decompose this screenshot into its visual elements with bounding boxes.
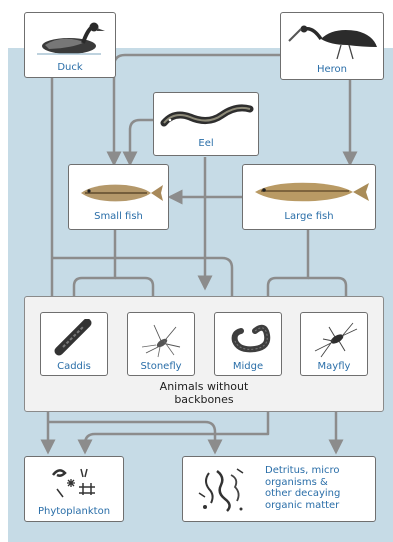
eel-icon	[160, 101, 254, 135]
node-heron[interactable]: Heron	[280, 12, 384, 80]
phytoplankton-icon	[47, 463, 103, 499]
node-midge[interactable]: Midge	[214, 312, 282, 376]
large-fish-icon	[249, 177, 371, 207]
small-fish-label: Small fish	[69, 211, 168, 223]
arrow-caddis-detritus	[48, 422, 215, 452]
arrow-eel-smallfish	[130, 120, 153, 164]
heron-label: Heron	[281, 64, 383, 76]
invertebrates-group-label: Animals without backbones	[24, 380, 384, 406]
node-caddis[interactable]: Caddis	[40, 312, 108, 376]
node-phytoplankton[interactable]: Phytoplankton	[24, 456, 124, 522]
node-eel[interactable]: Eel	[153, 92, 259, 156]
detritus-label: Detritus, micro organisms & other decayi…	[265, 465, 371, 511]
mayfly-label: Mayfly	[301, 361, 367, 373]
caddis-label: Caddis	[41, 361, 107, 373]
eel-label: Eel	[154, 138, 258, 150]
node-stonefly[interactable]: Stonefly	[127, 312, 195, 376]
midge-label: Midge	[215, 361, 281, 373]
caddis-icon	[53, 319, 97, 357]
midge-icon	[225, 317, 273, 359]
large-fish-label: Large fish	[243, 211, 375, 223]
node-large-fish[interactable]: Large fish	[242, 164, 376, 230]
node-detritus[interactable]: Detritus, micro organisms & other decayi…	[182, 456, 376, 522]
node-small-fish[interactable]: Small fish	[68, 164, 169, 230]
stonefly-icon	[136, 317, 188, 359]
duck-label: Duck	[25, 62, 115, 74]
mayfly-icon	[309, 317, 361, 359]
phytoplankton-label: Phytoplankton	[25, 506, 123, 518]
stonefly-label: Stonefly	[128, 361, 194, 373]
detritus-icon	[195, 463, 249, 517]
duck-icon	[33, 21, 109, 59]
node-duck[interactable]: Duck	[24, 12, 116, 78]
heron-icon	[287, 17, 379, 61]
node-mayfly[interactable]: Mayfly	[300, 312, 368, 376]
small-fish-icon	[75, 179, 165, 207]
